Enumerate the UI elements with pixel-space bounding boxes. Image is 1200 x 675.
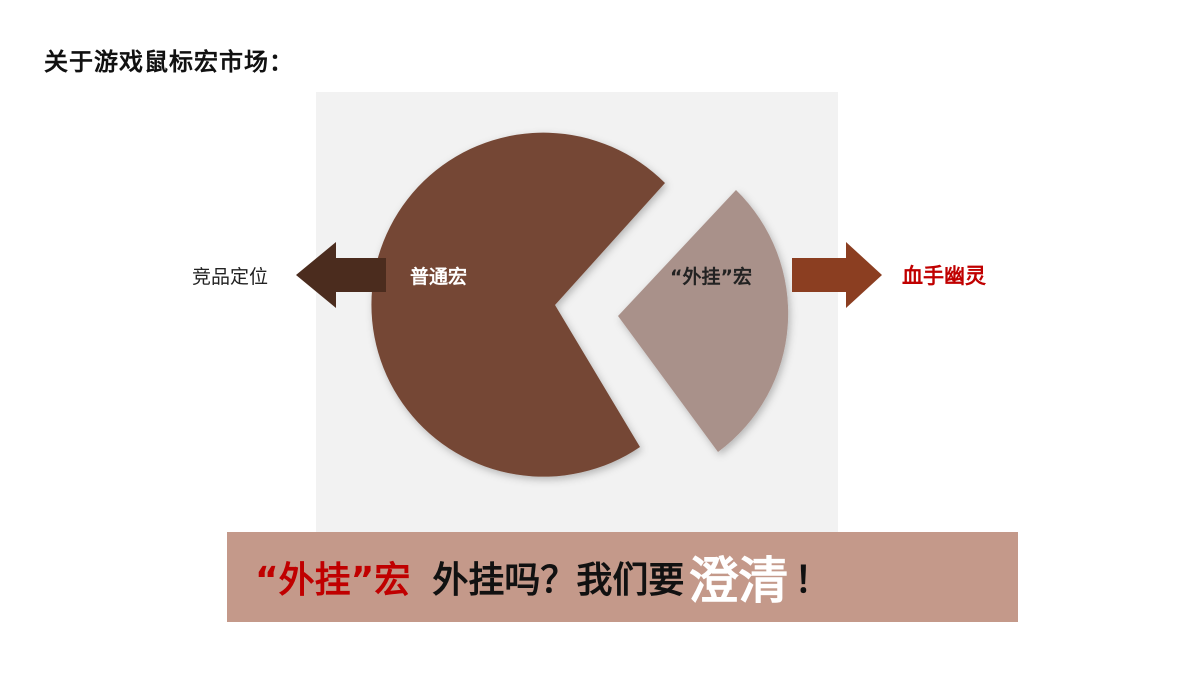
claim-banner: “外挂”宏 外挂吗？我们要 澄清 ！ bbox=[227, 532, 1018, 622]
left-arrow bbox=[296, 242, 386, 308]
regular-macro-label: 普通宏 bbox=[410, 266, 468, 288]
bloody-brand-label: 血手幽灵 bbox=[902, 264, 986, 288]
banner-emphasis: 澄清 bbox=[688, 552, 789, 610]
page-title: 关于游戏鼠标宏市场： bbox=[44, 48, 294, 76]
competitor-positioning-label: 竞品定位 bbox=[192, 266, 269, 288]
cheat-macro-slice bbox=[618, 190, 789, 452]
banner-text: 外挂吗？我们要 bbox=[432, 560, 685, 601]
banner-end: ！ bbox=[794, 560, 831, 601]
banner-highlight: “外挂”宏 bbox=[255, 560, 411, 601]
regular-macro-slice bbox=[371, 132, 665, 477]
right-arrow bbox=[792, 242, 882, 308]
cheat-macro-label: “外挂”宏 bbox=[670, 266, 752, 288]
